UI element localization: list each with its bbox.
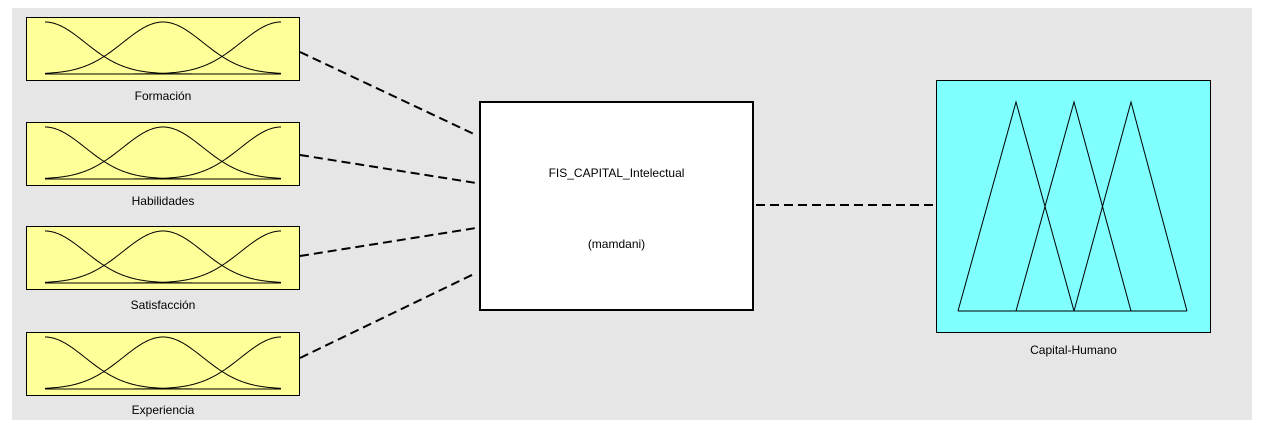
- gaussian-membership-icon: [44, 21, 282, 75]
- input-formacion-label: Formación: [134, 89, 192, 103]
- connector-satisfaccion: [299, 227, 477, 257]
- input-satisfaccion-label: Satisfacción: [130, 298, 196, 312]
- input-satisfaccion-box[interactable]: [26, 226, 300, 290]
- output-capital-humano-label: Capital-Humano: [1030, 343, 1117, 357]
- gaussian-membership-icon: [44, 336, 282, 390]
- fis-system-name: FIS_CAPITAL_Intelectual: [548, 166, 685, 180]
- triangular-membership-icon: [957, 100, 1188, 312]
- connector-experiencia: [299, 272, 477, 359]
- connector-formacion: [299, 51, 477, 136]
- fis-system-type: (mamdani): [587, 237, 646, 251]
- input-habilidades-box[interactable]: [26, 122, 300, 186]
- output-capital-humano-box[interactable]: [936, 80, 1211, 333]
- connector-habilidades: [299, 154, 477, 184]
- gaussian-membership-icon: [44, 126, 282, 180]
- input-experiencia-box[interactable]: [26, 332, 300, 396]
- input-habilidades-label: Habilidades: [131, 194, 195, 208]
- input-experiencia-label: Experiencia: [131, 403, 195, 417]
- gaussian-membership-icon: [44, 230, 282, 284]
- fis-system-box[interactable]: FIS_CAPITAL_Intelectual (mamdani): [479, 101, 754, 311]
- input-formacion-box[interactable]: [26, 17, 300, 81]
